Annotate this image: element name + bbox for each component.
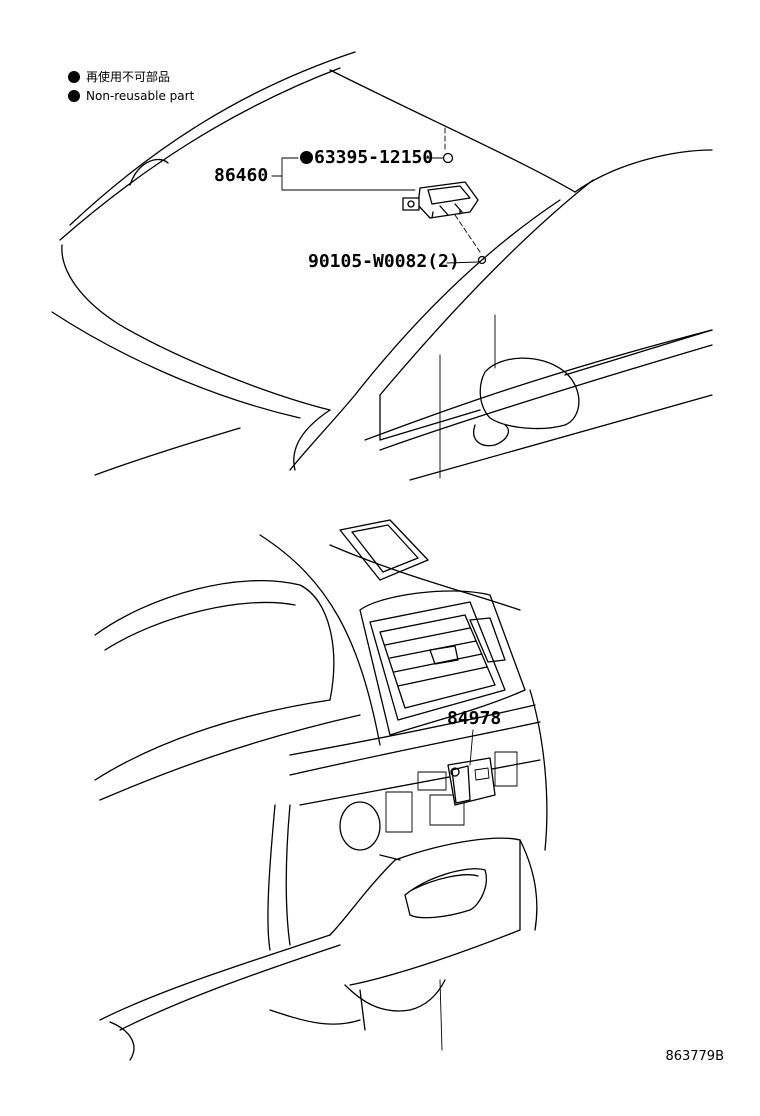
- legend-item-en: Non-reusable part: [68, 89, 194, 103]
- legend-label-ja: 再使用不可部品: [86, 70, 171, 84]
- switch-84978: [447, 757, 496, 806]
- figure-id: 863779B: [665, 1049, 724, 1064]
- non-reusable-icon: [300, 151, 313, 164]
- part-number-90105[interactable]: 90105-W0082(2): [308, 251, 460, 272]
- instrument-panel-view: [94, 519, 548, 1061]
- bullet-icon: [68, 70, 80, 83]
- part-number-63395-12150[interactable]: 63395-12150: [300, 147, 433, 168]
- clip-part-label: 63395-12150: [314, 147, 434, 168]
- windshield-view: [51, 51, 713, 481]
- rain-sensor-assembly: [402, 181, 479, 219]
- part-number-86460[interactable]: 86460: [214, 165, 269, 186]
- legend-label-en: Non-reusable part: [86, 89, 195, 103]
- part-number-84978[interactable]: 84978: [447, 708, 502, 729]
- legend-item-ja: 再使用不可部品: [68, 68, 170, 85]
- bullet-icon: [68, 90, 80, 102]
